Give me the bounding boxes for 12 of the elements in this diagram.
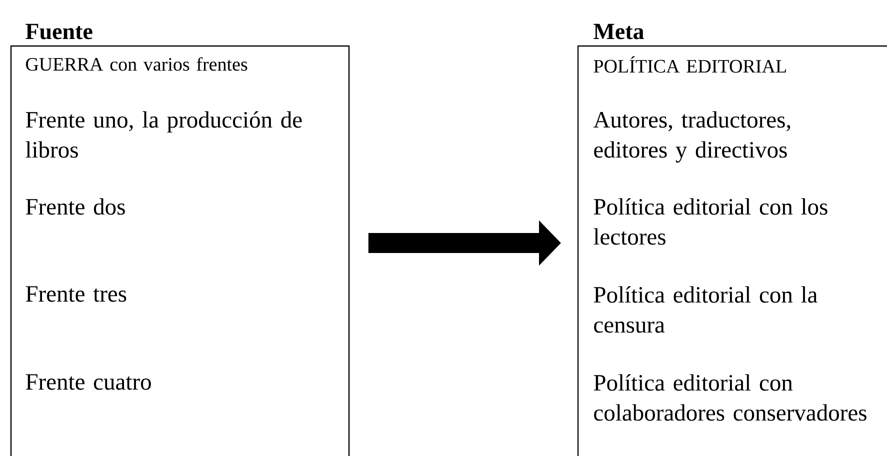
heading: Meta	[594, 24, 644, 40]
item-text: Frente cuatro	[26, 374, 151, 390]
item-text: Frente uno, la producción de libros	[26, 111, 302, 158]
item-text: Política editorial con colaboradores conservadores	[594, 374, 866, 421]
item-text: GUERRA con varios frentes	[26, 57, 248, 71]
heading: Fuente	[26, 24, 92, 40]
item-text: Frente dos	[26, 198, 125, 215]
item-text: POLÍTICA EDITORIAL	[594, 56, 786, 73]
item-text: Autores, traductores, editores y directivos	[593, 111, 790, 163]
item-text: Frente tres	[26, 286, 126, 302]
item-text: Política editorial con los lectores	[594, 198, 828, 245]
item-text: Política editorial con la censura	[594, 286, 818, 333]
